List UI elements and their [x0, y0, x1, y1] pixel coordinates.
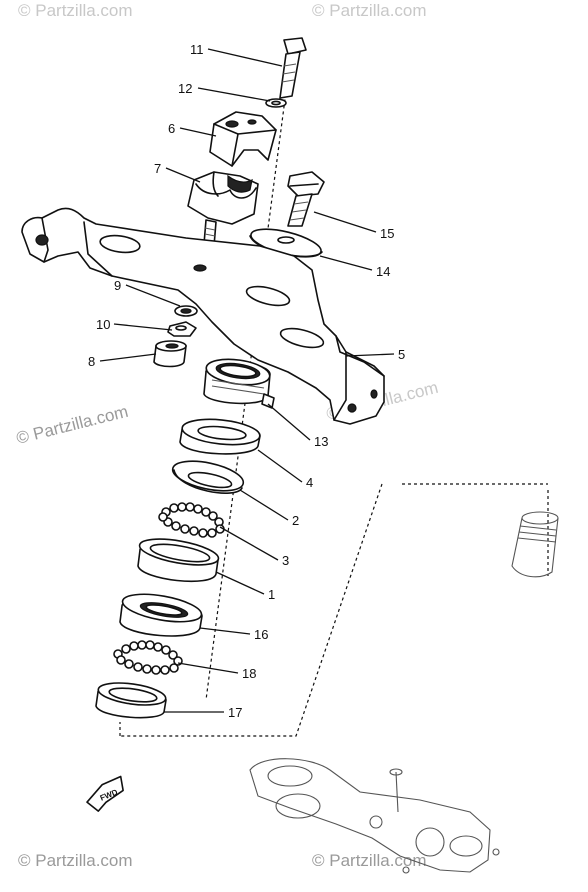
reference-frame — [119, 483, 549, 737]
part-7-lower-holder — [187, 171, 259, 247]
callout-1: 1 — [268, 587, 275, 602]
lower-bracket-reference — [249, 758, 500, 874]
part-9-washer — [174, 305, 198, 317]
callout-4: 4 — [306, 475, 313, 490]
watermark-top-left: © Partzilla.com — [18, 1, 133, 20]
part-11-bolt — [279, 37, 307, 99]
callout-17: 17 — [228, 705, 242, 720]
watermark-top-right: © Partzilla.com — [312, 1, 427, 20]
part-8-collar — [153, 340, 187, 368]
leader-lines — [99, 48, 395, 713]
part-10-nut — [167, 321, 197, 337]
callout-11: 11 — [190, 42, 204, 57]
part-1-ball-race — [137, 538, 220, 583]
callout-6: 6 — [168, 121, 175, 136]
part-5-steering-crown — [21, 207, 385, 425]
forward-arrow-icon: FWD — [86, 775, 124, 812]
part-6-upper-holder — [209, 111, 277, 167]
part-16-lower-race — [119, 593, 203, 637]
callout-14: 14 — [376, 264, 390, 279]
part-4-bearing-cover — [179, 418, 261, 455]
callout-13: 13 — [314, 434, 328, 449]
callout-3: 3 — [282, 553, 289, 568]
callout-9: 9 — [114, 278, 121, 293]
part-3-ball-bearings — [158, 502, 225, 538]
callout-18: 18 — [242, 666, 256, 681]
callout-15: 15 — [380, 226, 394, 241]
callout-10: 10 — [96, 317, 110, 332]
callout-8: 8 — [88, 354, 95, 369]
part-2-bearing-race — [171, 460, 245, 494]
watermark-mid-left: © Partzilla.com — [14, 402, 130, 448]
part-18-ball-bearings — [113, 640, 183, 675]
callout-16: 16 — [254, 627, 268, 642]
part-17-dust-seal — [95, 682, 167, 719]
centre-axis — [205, 45, 293, 701]
callout-12: 12 — [178, 81, 192, 96]
steering-stem-reference — [511, 511, 559, 578]
watermark-bottom-right: © Partzilla.com — [312, 851, 427, 870]
watermark-bottom-left: © Partzilla.com — [18, 851, 133, 870]
callout-5: 5 — [398, 347, 405, 362]
part-13-ring-nut — [203, 358, 275, 409]
callout-7: 7 — [154, 161, 161, 176]
callout-2: 2 — [292, 513, 299, 528]
part-12-washer — [265, 98, 287, 108]
part-15-bolt — [287, 171, 325, 227]
